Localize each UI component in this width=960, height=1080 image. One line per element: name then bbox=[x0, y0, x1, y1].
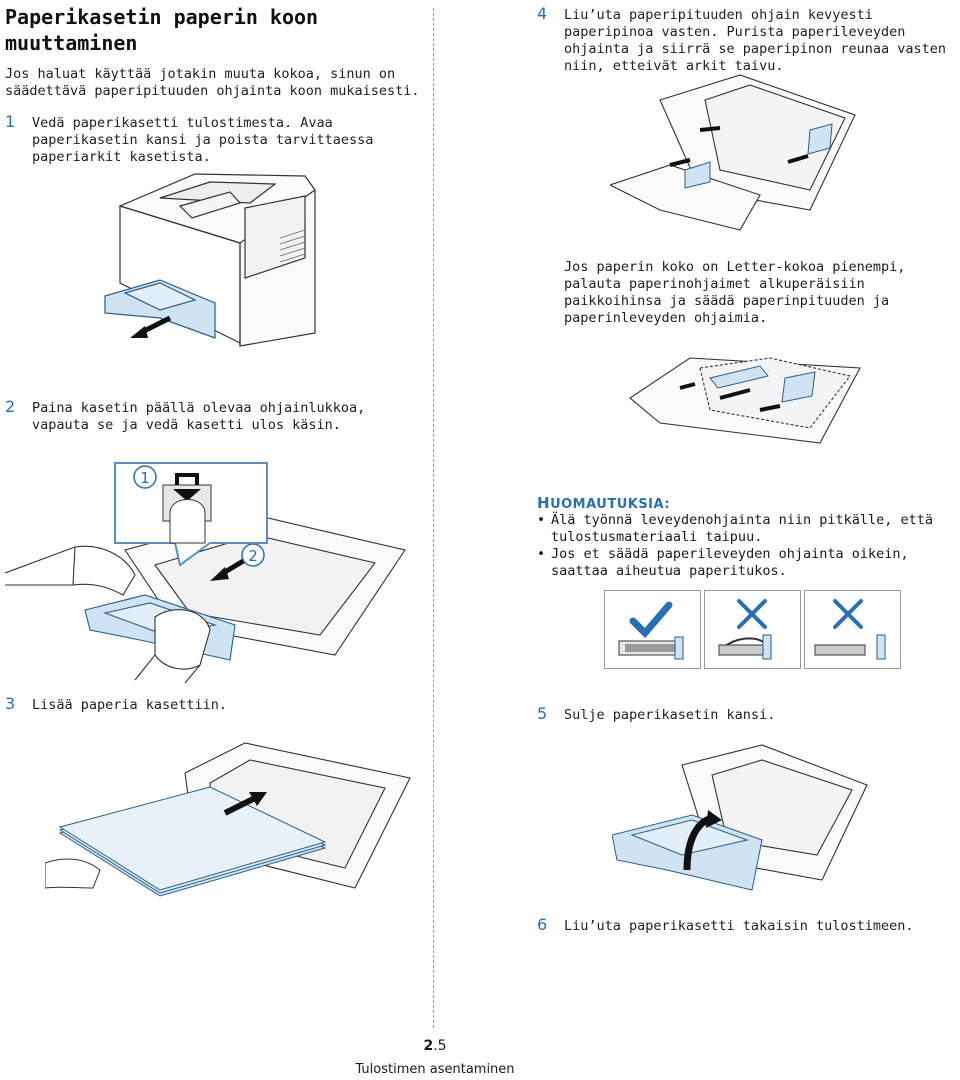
step-number: 4 bbox=[537, 4, 548, 23]
step-number: 6 bbox=[537, 915, 548, 934]
step-2: 2 Paina kasetin päällä olevaa ohjainlukk… bbox=[5, 397, 425, 434]
too-tight-guide-example bbox=[704, 590, 801, 669]
note-item: Jos et säädä paperileveyden ohjainta oik… bbox=[537, 546, 957, 580]
guide-lock-illustration: 2 1 bbox=[5, 462, 406, 684]
load-paper-illustration bbox=[45, 742, 411, 897]
step-text: Liu’uta paperikasetti takaisin tulostime… bbox=[564, 918, 914, 934]
adjust-guides-illustration bbox=[610, 74, 856, 231]
letter-size-note: Jos paperin koko on Letter-kokoa pienemp… bbox=[564, 259, 906, 326]
note-item: Älä työnnä leveydenohjainta niin pitkäll… bbox=[537, 512, 957, 546]
checkmark-icon bbox=[629, 601, 673, 639]
intro-paragraph: Jos haluat käyttää jotakin muuta kokoa, … bbox=[5, 66, 420, 99]
step-5: 5 Sulje paperikasetin kansi. bbox=[537, 704, 957, 724]
step-text: Lisää paperia kasettiin. bbox=[32, 697, 228, 713]
step-text: Vedä paperikasetti tulostimesta. Avaa pa… bbox=[32, 115, 374, 165]
column-divider bbox=[433, 8, 434, 1028]
step-text: Liu’uta paperipituuden ohjain kevyesti p… bbox=[564, 7, 947, 74]
cross-icon bbox=[737, 599, 767, 629]
printer-illustration bbox=[104, 173, 316, 347]
note-block: HUOMAUTUKSIA: Älä työnnä leveydenohjaint… bbox=[537, 494, 957, 580]
step-4: 4 Liu’uta paperipituuden ohjain kevyesti… bbox=[537, 4, 957, 75]
callout-1: 1 bbox=[140, 469, 150, 487]
page-title: Paperikasetin paperin koon muuttaminen bbox=[5, 5, 319, 55]
restore-guides-illustration bbox=[629, 357, 861, 444]
cross-icon bbox=[833, 599, 863, 629]
page-number: 2.5 bbox=[423, 1038, 447, 1054]
step-text: Paina kasetin päällä olevaa ohjainlukkoa… bbox=[32, 400, 366, 433]
step-1: 1 Vedä paperikasetti tulostimesta. Avaa … bbox=[5, 112, 425, 166]
step-number: 1 bbox=[5, 112, 16, 131]
step-number: 2 bbox=[5, 397, 16, 416]
step-number: 3 bbox=[5, 694, 16, 713]
callout-2: 2 bbox=[248, 547, 258, 565]
note-heading: HUOMAUTUKSIA: bbox=[537, 494, 671, 512]
step-number: 5 bbox=[537, 704, 548, 723]
note-list: Älä työnnä leveydenohjainta niin pitkäll… bbox=[537, 512, 957, 580]
step-6: 6 Liu’uta paperikasetti takaisin tulosti… bbox=[537, 915, 957, 935]
chapter-title: Tulostimen asentaminen bbox=[355, 1062, 515, 1077]
step-text: Sulje paperikasetin kansi. bbox=[564, 707, 776, 723]
correct-guide-example bbox=[604, 590, 701, 669]
step-3: 3 Lisää paperia kasettiin. bbox=[5, 694, 425, 714]
close-cover-illustration bbox=[612, 744, 868, 891]
too-loose-guide-example bbox=[804, 590, 901, 669]
